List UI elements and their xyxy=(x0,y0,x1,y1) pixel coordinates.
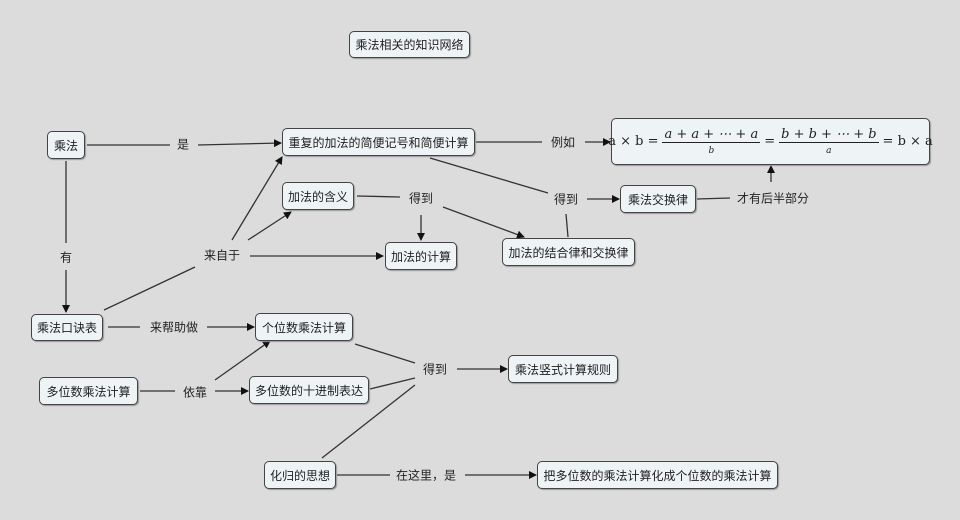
link-label-relies-on: 依靠 xyxy=(182,385,208,400)
formula-rhs: = b × a xyxy=(882,134,933,149)
node-multiplication[interactable]: 乘法 xyxy=(47,131,85,159)
formula-count-a: a xyxy=(826,146,832,156)
link-label-latter-half: 才有后半部分 xyxy=(736,191,810,206)
link-label-for-example: 例如 xyxy=(550,135,576,150)
formula-sum-a: a + a + ⋯ + a xyxy=(662,127,761,143)
node-single-digit-mult[interactable]: 个位数乘法计算 xyxy=(255,313,353,341)
node-decimal-repr[interactable]: 多位数的十进制表达 xyxy=(249,376,369,404)
node-commutative-mult[interactable]: 乘法交换律 xyxy=(620,185,696,213)
link-label-obtain: 得到 xyxy=(408,191,434,206)
link-label-obtain: 得到 xyxy=(553,192,579,207)
formula-count-b: b xyxy=(708,146,715,156)
node-addition-calc[interactable]: 加法的计算 xyxy=(385,242,457,270)
link-label-has: 有 xyxy=(59,250,73,265)
map-title: 乘法相关的知识网络 xyxy=(349,31,470,58)
link-label-helps: 来帮助做 xyxy=(149,320,199,335)
node-multi-digit-mult[interactable]: 多位数乘法计算 xyxy=(39,377,138,405)
formula-eq: = xyxy=(764,134,776,149)
node-reduction-result[interactable]: 把多位数的乘法计算化成个位数的乘法计算 xyxy=(537,461,778,489)
node-vertical-rules[interactable]: 乘法竖式计算规则 xyxy=(508,355,618,383)
link-label-here-is: 在这里，是 xyxy=(395,468,457,483)
node-times-table[interactable]: 乘法口诀表 xyxy=(31,314,103,341)
node-addition-meaning[interactable]: 加法的含义 xyxy=(282,182,354,210)
link-label-is: 是 xyxy=(176,137,190,152)
node-repeated-addition[interactable]: 重复的加法的简便记号和简便计算 xyxy=(282,128,475,156)
node-reduction-idea[interactable]: 化归的思想 xyxy=(264,461,336,489)
formula-sum-b: b + b + ⋯ + b xyxy=(779,127,879,143)
formula-lhs: a × b = xyxy=(608,134,659,149)
node-addition-laws[interactable]: 加法的结合律和交换律 xyxy=(502,238,635,266)
link-label-obtain: 得到 xyxy=(422,362,448,377)
link-label-comes-from: 来自于 xyxy=(203,248,241,263)
